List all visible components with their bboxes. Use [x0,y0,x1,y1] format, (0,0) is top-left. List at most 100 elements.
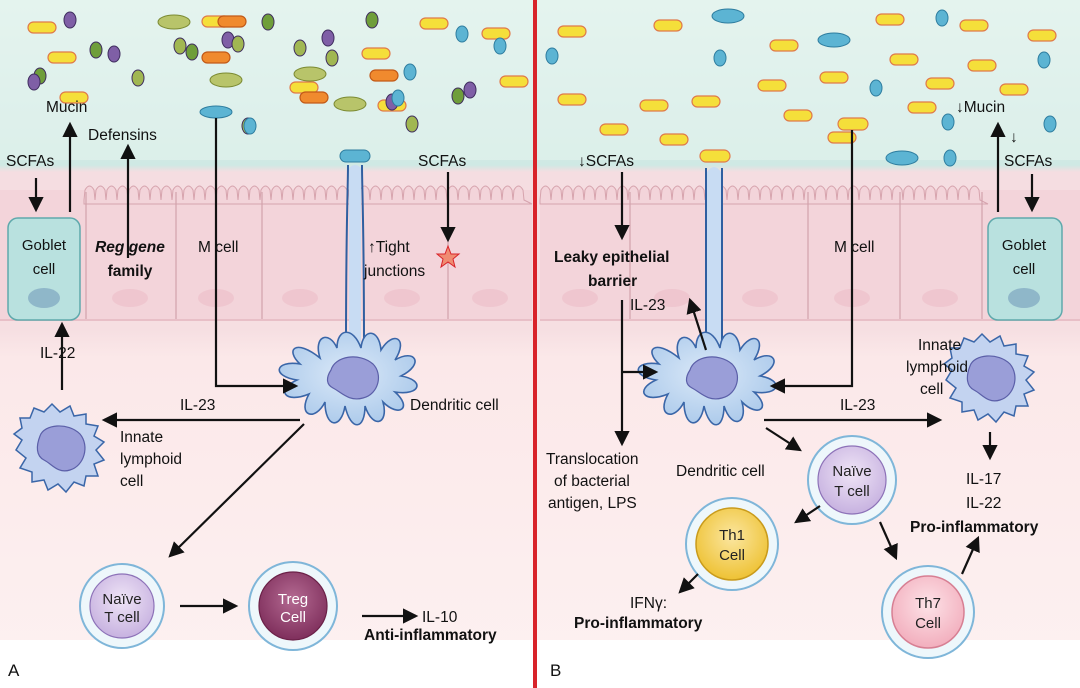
arrow-mcell-dendritic-b [769,130,854,394]
bacterium-coccus [941,113,955,131]
goblet-label-b-line2: cell [1013,261,1036,278]
bacterium-rod [907,101,937,114]
scfas-label-a-left: SCFAs [6,153,54,170]
ilc-label-b-line2: lymphoid [906,359,968,376]
tight-junction-label-line1: ↑Tight [368,239,410,256]
bacterium-coccus [173,37,187,55]
arrow-dendritic-il23-b [686,297,708,351]
bacterium-top-b [699,117,869,163]
bacterium-rod [967,59,997,72]
bacterium-coccus [131,69,145,87]
bacterium-coccus [713,49,727,67]
arrow-dendritic-naive-a [168,423,305,558]
bacterium-rod [889,53,919,66]
anti-inflammatory-label: Anti-inflammatory [364,627,497,644]
bacterium-coccus [185,43,199,61]
goblet-label-b-line1: Goblet [1002,237,1047,254]
defensins-label-a: Defensins [88,127,157,144]
bacterium-coccus [27,73,41,91]
treg-cell-a [248,561,338,651]
ifn-gamma-label: IFNγ: [630,595,667,612]
bacterium-coccus [455,25,469,43]
bacterium-coccus [463,81,477,99]
il10-label: IL-10 [422,609,458,626]
bacterium-rod [481,27,511,40]
bacterium-rod [369,69,399,82]
bacterium-rod [925,77,955,90]
translocation-label-line1: Translocation [546,451,638,468]
ilc-label-a-line2: lymphoid [120,451,182,468]
bacterium-rod [201,51,231,64]
bacterium-coccus [293,39,307,57]
bacterium-rod [59,91,89,104]
bacterium-rod [419,17,449,30]
dendritic-cell-label-a: Dendritic cell [410,397,499,414]
tight-junction-star-icon [435,244,461,269]
bacterium-rod [361,47,391,60]
bacterium-coccus [1037,51,1051,69]
bacterium-rod [557,93,587,106]
goblet-label-a-line2: cell [33,261,56,278]
bacterium-rod [659,133,689,146]
dendrite-probe-a [339,149,371,351]
naive-t-cell-label-b-line2: T cell [834,483,870,500]
bacterium-rod [289,81,319,94]
enterocytes-a [0,192,532,321]
bacterium-coccus [405,115,419,133]
treg-label-line1: Treg [278,591,308,608]
bacterium-coccus [943,149,957,167]
bacteria-a [27,11,529,135]
m-cell-label-a: M cell [198,239,238,256]
bacterium-coccus [885,150,919,166]
bacterium-coccus [231,35,245,53]
bacterium-coccus [333,96,367,112]
arrow-dendritic-naive-b [765,427,802,452]
il22-label-b: IL-22 [966,495,1001,512]
bacterium-coccus [243,117,257,135]
m-cell-label-b: M cell [834,239,874,256]
reg-gene-label-line1: Reg gene [95,239,165,256]
dendritic-cell-label-b: Dendritic cell [676,463,765,480]
il22-label-a: IL-22 [40,345,75,362]
bacterium-rod [557,25,587,38]
bacterium-rod [691,95,721,108]
dendritic-cell-b [637,331,777,426]
panel-label-a: A [8,661,20,680]
th1-label-line1: Th1 [719,527,745,544]
dendritic-cell-a [278,331,418,426]
panel-divider [533,0,537,688]
pro-inflammatory-label-right: Pro-inflammatory [910,519,1039,536]
naive-t-cell-a [79,563,165,649]
th7-label-line2: Cell [915,615,941,632]
bacterium-coccus [711,8,745,24]
bacterium-coccus [493,37,507,55]
il23-label-a: IL-23 [180,397,215,414]
arrows-a [28,118,456,624]
scfas-label-a-right: SCFAs [418,153,466,170]
innate-lymphoid-cell-a [12,402,106,494]
leaky-barrier-label-line1: Leaky epithelial [554,249,669,266]
bacterium-rod [27,21,57,34]
scfas-label-b-right: SCFAs [1004,153,1052,170]
bacterium-coccus [391,89,405,107]
arrow-th7-pro-b [960,535,980,575]
bacterium-rod [47,51,77,64]
bacterium-coccus [157,14,191,30]
translocation-label-line2: of bacterial [554,473,630,490]
arrow-naive-th1-b [794,505,821,524]
panel-label-b: B [550,661,561,680]
il23-label-b-mid: IL-23 [840,397,875,414]
translocation-label-line3: antigen, LPS [548,495,637,512]
th1-cell-b [685,497,779,591]
bacterium-rod [757,79,787,92]
bacterium-rod [599,123,629,136]
arrow-th1-ifn-b [678,573,699,594]
bacterium-rod [959,19,989,32]
naive-t-cell-label-a-line1: Naïve [102,591,141,608]
bacterium-rod [769,39,799,52]
bacterium-coccus [817,32,851,48]
bacterium-coccus [545,47,559,65]
bacterium-coccus [365,11,379,29]
